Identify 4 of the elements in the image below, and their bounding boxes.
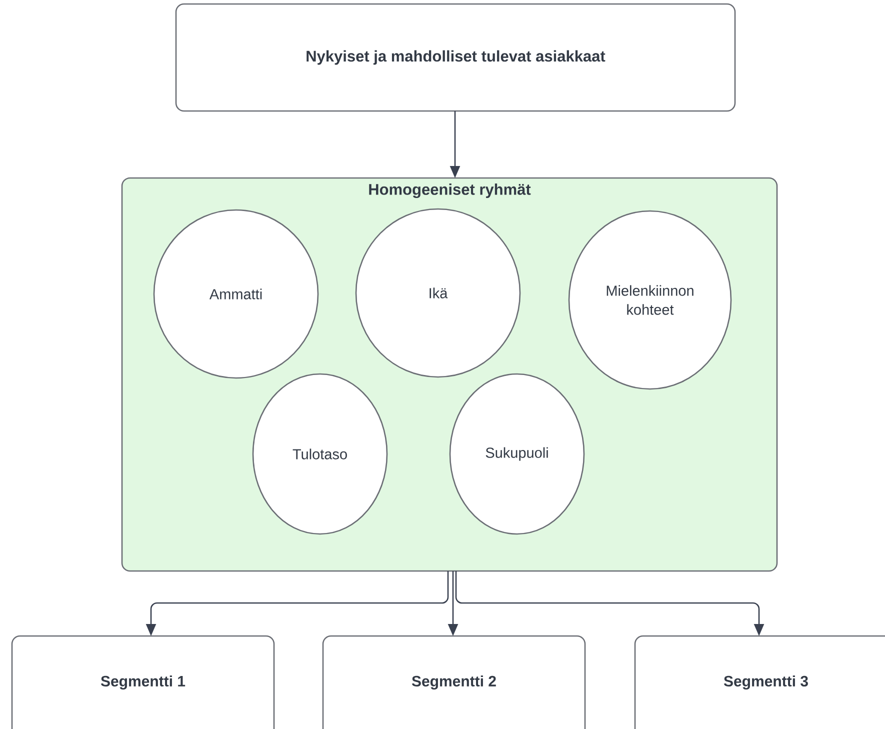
process-box: Nykyiset ja mahdolliset tulevat asiakkaat — [175, 3, 736, 112]
process-box: Segmentti 3 — [634, 635, 885, 729]
process-box: Segmentti 1 — [11, 635, 275, 729]
process-box: Segmentti 2 — [322, 635, 586, 729]
